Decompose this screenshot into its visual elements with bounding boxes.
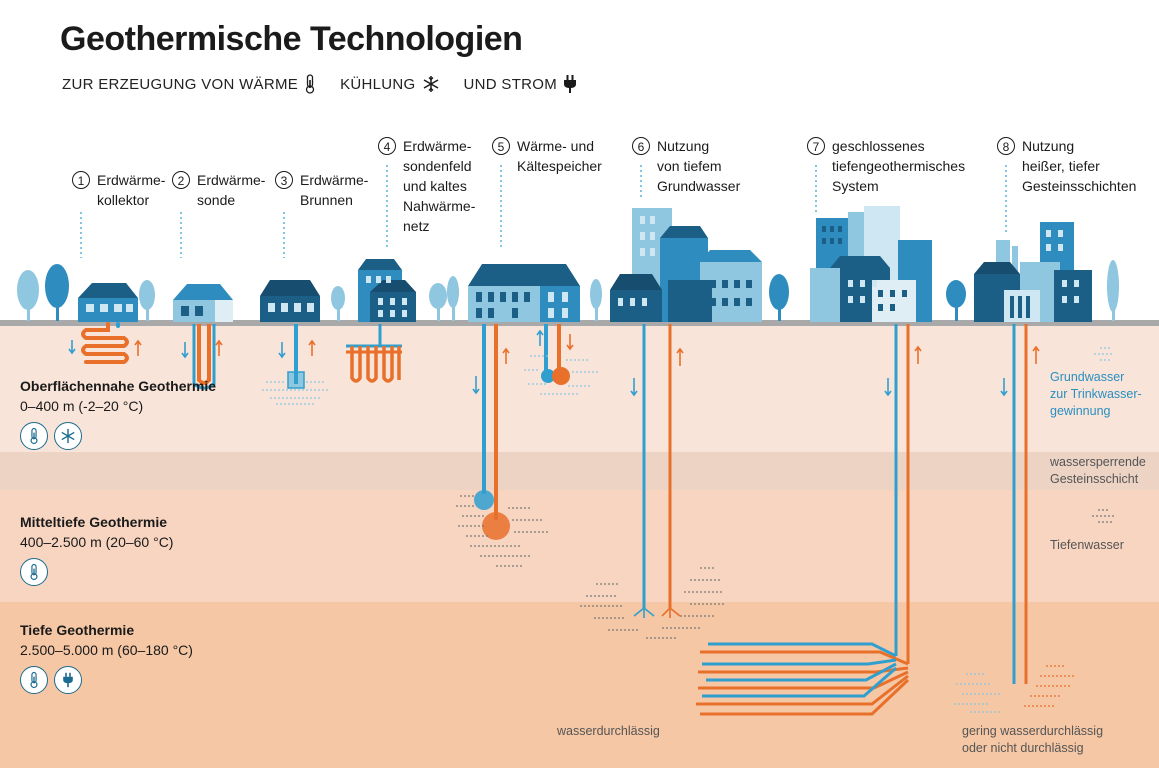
industry-8 bbox=[974, 222, 1092, 322]
subtitle: ZUR ERZEUGUNG VON WÄRME KÜHLUNG UND STRO… bbox=[62, 74, 577, 94]
leader-lines bbox=[80, 165, 1007, 258]
technology-number: 3 bbox=[275, 171, 293, 189]
plug-icon bbox=[564, 75, 577, 93]
zone-medium-band bbox=[0, 490, 1159, 602]
deep-groundwater-pipes bbox=[630, 324, 684, 618]
storage-water-dashes bbox=[456, 495, 550, 567]
cold-storage-glow-shallow bbox=[541, 369, 555, 383]
technology-label-2: 2 Erdwärme- sonde bbox=[172, 170, 265, 210]
closed-system-pipes bbox=[696, 324, 922, 716]
technology-name: Nutzung von tiefem Grundwasser bbox=[657, 138, 741, 194]
technology-label-5: 5 Wärme- und Kältespeicher bbox=[492, 136, 602, 176]
technology-name: Nutzung heißer, tiefer Gesteinsschichten bbox=[1022, 138, 1137, 194]
subtitle-power: UND STROM bbox=[463, 75, 558, 93]
impermeable-layer-label: wassersperrende Gesteinsschicht bbox=[1050, 455, 1146, 486]
house-1 bbox=[78, 283, 138, 322]
technology-name: Erdwärme- sondenfeld und kaltes Nahwärme… bbox=[403, 138, 476, 234]
thermometer-icon bbox=[305, 74, 315, 94]
well-pipes bbox=[278, 324, 316, 389]
well-water-dashes bbox=[262, 381, 330, 405]
subtitle-cooling: KÜHLUNG bbox=[340, 75, 416, 93]
technology-label-4: 4 Erdwärme- sondenfeld und kaltes Nahwär… bbox=[378, 136, 475, 236]
technology-name: Erdwärme- kollektor bbox=[97, 172, 166, 208]
zone-deep-band bbox=[0, 602, 1159, 768]
technology-name: Erdwärme- sonde bbox=[197, 172, 266, 208]
technology-label-7: 7 geschlossenes tiefengeothermisches Sys… bbox=[807, 136, 965, 196]
technology-label-8: 8 Nutzung heißer, tiefer Gesteinsschicht… bbox=[997, 136, 1136, 196]
plug-icon bbox=[54, 666, 82, 694]
storage-shallow-dashes bbox=[524, 355, 598, 395]
technology-label-3: 3 Erdwärme- Brunnen bbox=[275, 170, 368, 210]
house-4-cluster bbox=[358, 259, 416, 322]
probe-pipe bbox=[192, 324, 216, 390]
house-3 bbox=[260, 280, 320, 322]
ground-surface-line bbox=[0, 320, 1159, 326]
low-permeability-label: gering wasserdurchlässig oder nicht durc… bbox=[962, 724, 1104, 755]
technology-name: Wärme- und Kältespeicher bbox=[517, 138, 602, 174]
cold-storage-glow-medium bbox=[474, 490, 494, 510]
permeable-label: wasserdurchlässig bbox=[557, 724, 660, 738]
zone-range: 400–2.500 m (20–60 °C) bbox=[20, 534, 174, 550]
technology-label-1: 1 Erdwärme- kollektor bbox=[72, 170, 165, 210]
hot-rock-dashes-cold bbox=[954, 673, 1002, 713]
hot-rock-dashes-warm bbox=[1024, 665, 1074, 707]
deep-water-label: Tiefenwasser bbox=[1050, 538, 1124, 552]
trees bbox=[17, 260, 1119, 321]
zone-deep-label: Tiefe Geothermie 2.500–5.000 m (60–180 °… bbox=[20, 620, 193, 694]
technology-number: 4 bbox=[378, 137, 396, 155]
zone-name: Oberflächennahe Geothermie bbox=[20, 378, 217, 394]
technology-number: 1 bbox=[72, 171, 90, 189]
house-5 bbox=[468, 264, 580, 322]
collector-pipes bbox=[81, 322, 129, 364]
technology-number: 2 bbox=[172, 171, 190, 189]
thermometer-icon bbox=[20, 558, 48, 586]
house-2 bbox=[173, 284, 233, 322]
hot-rock-pipes bbox=[1000, 324, 1040, 684]
zone-range: 2.500–5.000 m (60–180 °C) bbox=[20, 642, 193, 658]
city-7 bbox=[810, 206, 932, 322]
warm-storage-glow-medium bbox=[482, 512, 510, 540]
technology-number: 6 bbox=[632, 137, 650, 155]
collector-arrows bbox=[68, 339, 142, 356]
groundwater-label: Grundwasser zur Trinkwasser- gewinnung bbox=[1050, 370, 1142, 418]
zone-shallow-label: Oberflächennahe Geothermie 0–400 m (-2–2… bbox=[20, 376, 216, 450]
legend-groundwater-dashes bbox=[1094, 347, 1114, 361]
probe-arrows bbox=[181, 339, 223, 359]
zone-medium-label: Mitteltiefe Geothermie 400–2.500 m (20–6… bbox=[20, 512, 173, 586]
zone-range: 0–400 m (-2–20 °C) bbox=[20, 398, 144, 414]
deep-groundwater-dashes bbox=[580, 567, 726, 639]
subtitle-heat: ZUR ERZEUGUNG VON WÄRME bbox=[62, 75, 299, 93]
zone-name: Tiefe Geothermie bbox=[20, 622, 135, 638]
snowflake-icon bbox=[54, 422, 82, 450]
zone-name: Mitteltiefe Geothermie bbox=[20, 514, 168, 530]
technology-name: Erdwärme- Brunnen bbox=[300, 172, 369, 208]
technology-label-6: 6 Nutzung von tiefem Grundwasser bbox=[632, 136, 740, 196]
probe-field-pipes bbox=[346, 324, 402, 383]
town-6 bbox=[610, 208, 762, 322]
thermometer-icon bbox=[20, 422, 48, 450]
technology-name: geschlossenes tiefengeothermisches Syste… bbox=[832, 138, 966, 194]
legend-deepwater-dashes bbox=[1092, 509, 1114, 523]
warm-storage-glow-shallow bbox=[552, 367, 570, 385]
thermometer-icon bbox=[20, 666, 48, 694]
snowflake-icon bbox=[423, 76, 438, 92]
page-title: Geothermische Technologien bbox=[60, 20, 523, 58]
technology-number: 7 bbox=[807, 137, 825, 155]
storage-pipes bbox=[472, 324, 574, 540]
impermeable-layer-band bbox=[0, 452, 1159, 490]
technology-number: 5 bbox=[492, 137, 510, 155]
technology-number: 8 bbox=[997, 137, 1015, 155]
